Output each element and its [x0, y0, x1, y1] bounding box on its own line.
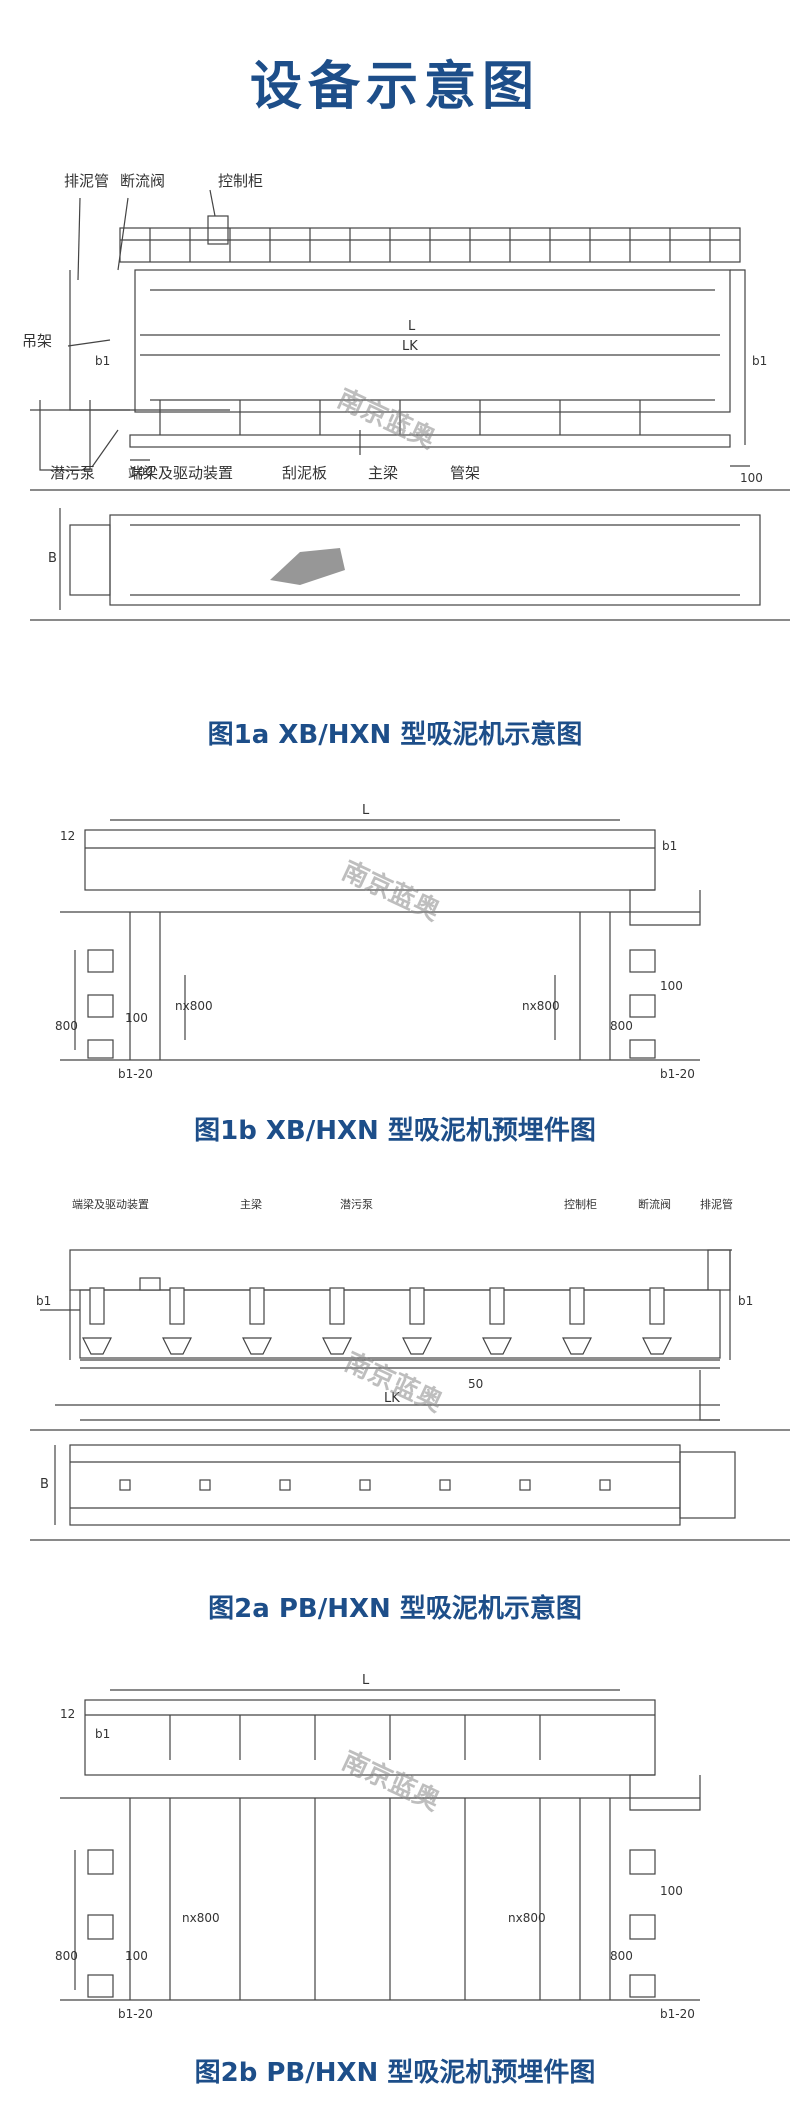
- watermark: 南京蓝奥: [340, 1346, 448, 1418]
- label-b1-20-right: b1-20: [660, 1067, 695, 1081]
- label-L: L: [408, 319, 416, 334]
- label-100: 100: [125, 1011, 148, 1025]
- label-b1-left: b1: [95, 354, 110, 368]
- fig2a-caption: 图2a PB/HXN 型吸泥机示意图: [208, 1594, 582, 1624]
- label-B: B: [48, 551, 57, 566]
- label-main-beam: 主梁: [240, 1197, 262, 1211]
- label-mud-pipe: 排泥管: [700, 1197, 733, 1211]
- label-control-cabinet: 控制柜: [218, 172, 263, 190]
- label-pump: 潜污泵: [50, 464, 95, 482]
- label-B: B: [40, 1477, 49, 1492]
- label-100: 100: [125, 1949, 148, 1963]
- label-b1: b1: [95, 1727, 110, 1741]
- fig2b-drawing: L 12 b1 800 100 nx800 nx800 100 800 b1-2…: [55, 1673, 701, 2021]
- label-b1-right: b1: [752, 354, 767, 368]
- label-mud-pipe: 排泥管: [64, 172, 109, 190]
- label-50: 50: [468, 1377, 483, 1391]
- fig1b-caption: 图1b XB/HXN 型吸泥机预埋件图: [194, 1116, 596, 1146]
- label-scraper: 刮泥板: [282, 464, 327, 482]
- label-b1-20-left: b1-20: [118, 2007, 153, 2021]
- label-control-cabinet: 控制柜: [564, 1197, 597, 1211]
- label-b1-right: b1: [738, 1294, 753, 1308]
- label-800-right: 800: [610, 1949, 633, 1963]
- label-L: L: [362, 1673, 370, 1688]
- label-800-right: 800: [610, 1019, 633, 1033]
- watermark: 南京蓝奥: [337, 855, 445, 927]
- label-100-right: 100: [660, 979, 683, 993]
- label-nx800-right: nx800: [508, 1911, 546, 1925]
- label-pipe-rack: 管架: [450, 464, 480, 482]
- label-100-right: 100: [740, 471, 763, 485]
- watermark: 南京蓝奥: [333, 383, 441, 455]
- label-100-left: 100: [130, 465, 153, 479]
- label-L: L: [362, 803, 370, 818]
- label-800: 800: [55, 1019, 78, 1033]
- fig1b-drawing: L 12 b1 800 100 nx800 nx800 100 800 b1-2…: [55, 803, 701, 1081]
- fig2a-drawing: 端梁及驱动装置 主梁 潜污泵 控制柜 断流阀 排泥管 b1 b1 50 LK B…: [30, 1197, 790, 1541]
- label-12: 12: [60, 829, 75, 843]
- fig1a-caption: 图1a XB/HXN 型吸泥机示意图: [207, 720, 583, 750]
- label-nx800-left: nx800: [182, 1911, 220, 1925]
- label-800: 800: [55, 1949, 78, 1963]
- label-100-right: 100: [660, 1884, 683, 1898]
- watermark: 南京蓝奥: [337, 1745, 445, 1817]
- label-cutoff-valve: 断流阀: [120, 172, 165, 190]
- fig1a-drawing: 排泥管 断流阀 控制柜 吊架 b1 b1 L LK 100 100 潜污泵 端梁…: [22, 172, 790, 621]
- label-b1-left: b1: [36, 1294, 51, 1308]
- label-b1: b1: [662, 839, 677, 853]
- label-LK: LK: [402, 339, 418, 354]
- label-main-beam: 主梁: [368, 464, 398, 482]
- label-b1-20-left: b1-20: [118, 1067, 153, 1081]
- label-LK: LK: [384, 1391, 400, 1406]
- label-nx800-right: nx800: [522, 999, 560, 1013]
- page-title: 设备示意图: [249, 57, 540, 117]
- label-hanger: 吊架: [22, 332, 52, 350]
- label-nx800-left: nx800: [175, 999, 213, 1013]
- label-pump: 潜污泵: [340, 1197, 373, 1211]
- label-12: 12: [60, 1707, 75, 1721]
- label-end-beam: 端梁及驱动装置: [72, 1197, 149, 1211]
- label-b1-20-right: b1-20: [660, 2007, 695, 2021]
- fig2b-caption: 图2b PB/HXN 型吸泥机预埋件图: [194, 2058, 596, 2088]
- label-cutoff-valve: 断流阀: [638, 1197, 671, 1211]
- label-end-beam: 端梁及驱动装置: [128, 464, 233, 482]
